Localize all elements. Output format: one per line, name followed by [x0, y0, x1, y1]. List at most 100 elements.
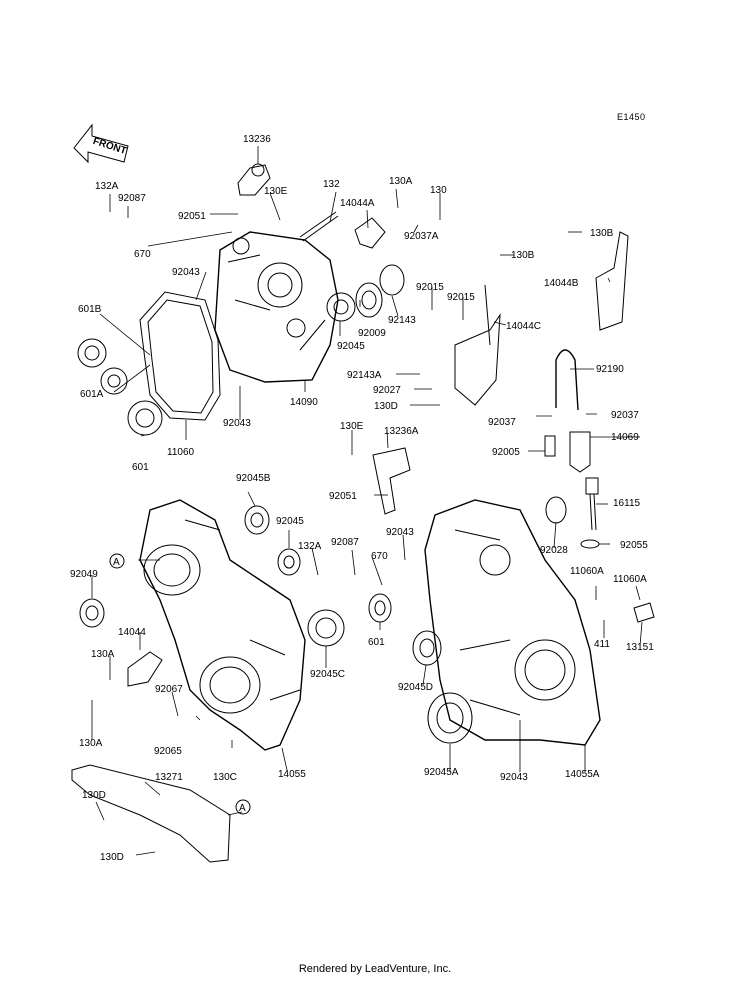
callout-a-2: A	[235, 799, 251, 815]
footer-credit: Rendered by LeadVenture, Inc.	[298, 963, 452, 975]
part-label-92143: 92143	[388, 315, 416, 326]
part-label-130d: 130D	[82, 790, 106, 801]
part-label-14044a: 14044A	[340, 198, 375, 209]
pipe-92005	[544, 435, 556, 457]
part-label-130d: 130D	[374, 401, 398, 412]
part-label-130b: 130B	[590, 228, 614, 239]
bracket-14044c	[454, 284, 501, 406]
part-label-92045b: 92045B	[236, 473, 271, 484]
part-label-132a: 132A	[95, 181, 119, 192]
part-label-92190: 92190	[596, 364, 624, 375]
part-label-92045: 92045	[276, 516, 304, 527]
part-label-11060a: 11060A	[570, 566, 604, 577]
part-label-130a: 130A	[79, 738, 103, 749]
part-label-92037a: 92037A	[404, 231, 439, 242]
part-label-92037: 92037	[611, 410, 639, 421]
bracket-14044	[127, 651, 163, 687]
part-label-92045d: 92045D	[398, 682, 433, 693]
part-label-13236: 13236	[243, 134, 271, 145]
part-label-11060a: 11060A	[613, 574, 647, 585]
part-label-130b: 130B	[511, 250, 535, 261]
part-label-92027: 92027	[373, 385, 401, 396]
part-label-92065: 92065	[154, 746, 182, 757]
part-label-92028: 92028	[540, 545, 568, 556]
seal-92049	[79, 598, 105, 628]
seal-92143	[379, 264, 405, 296]
part-label-670: 670	[134, 249, 151, 260]
part-label-14090: 14090	[290, 397, 318, 408]
part-label-132a: 132A	[298, 541, 322, 552]
part-label-92045a: 92045A	[424, 767, 459, 778]
bearing-92045d	[412, 630, 442, 666]
part-label-130a: 130A	[389, 176, 413, 187]
part-label-130: 130	[430, 185, 447, 196]
part-label-132: 132	[323, 179, 340, 190]
part-label-92055: 92055	[620, 540, 648, 551]
part-label-92051: 92051	[178, 211, 206, 222]
dipstick-16115	[585, 477, 599, 531]
part-label-601: 601	[132, 462, 149, 473]
crankcase-14055	[139, 499, 306, 751]
part-label-92015: 92015	[416, 282, 444, 293]
bearing-92045a	[427, 692, 473, 744]
svg-text:A: A	[239, 803, 246, 814]
part-label-92015: 92015	[447, 292, 475, 303]
part-label-92043: 92043	[223, 418, 251, 429]
front-arrow-label: FRONT	[91, 136, 127, 157]
front-arrow-icon: FRONT	[73, 123, 129, 164]
switch-13151	[633, 602, 655, 623]
part-label-130a: 130A	[91, 649, 115, 660]
part-label-11060: 11060	[167, 447, 195, 458]
part-label-14069: 14069	[611, 432, 639, 443]
part-label-411: 411	[594, 639, 610, 650]
part-label-14044c: 14044C	[506, 321, 541, 332]
bearing-601a	[100, 367, 128, 395]
part-label-92045: 92045	[337, 341, 365, 352]
crankcase-14055a	[424, 499, 601, 746]
gasket-11060	[139, 291, 221, 421]
bracket-14044a	[354, 217, 386, 249]
part-label-14044b: 14044B	[544, 278, 579, 289]
seal-92009	[355, 282, 383, 318]
part-label-92049: 92049	[70, 569, 98, 580]
bolt-132	[299, 211, 339, 242]
bearing-601b	[77, 338, 107, 368]
part-label-92037: 92037	[488, 417, 516, 428]
part-label-670: 670	[371, 551, 388, 562]
part-label-92051: 92051	[329, 491, 357, 502]
seal-92045-upper	[326, 292, 356, 322]
filter-14069	[569, 431, 591, 473]
lever-13236a	[372, 447, 411, 515]
bearing-601-lower	[368, 593, 392, 623]
part-label-130e: 130E	[340, 421, 364, 432]
seal-92045-lower	[277, 548, 301, 576]
part-label-130e: 130E	[264, 186, 288, 197]
part-label-16115: 16115	[613, 498, 641, 509]
part-label-130c: 130C	[213, 772, 237, 783]
part-label-601: 601	[368, 637, 385, 648]
upper-cover-14090	[214, 231, 339, 383]
part-label-92087: 92087	[118, 193, 146, 204]
bearing-92045c	[307, 609, 345, 647]
part-label-14055: 14055	[278, 769, 306, 780]
part-label-13271: 13271	[155, 772, 183, 783]
part-label-92009: 92009	[358, 328, 386, 339]
part-label-92087: 92087	[331, 537, 359, 548]
part-label-14044: 14044	[118, 627, 146, 638]
bracket-14044b	[595, 231, 629, 331]
part-label-92043: 92043	[172, 267, 200, 278]
diagram-id: E1450	[617, 112, 646, 122]
part-label-92043: 92043	[500, 772, 528, 783]
part-label-601b: 601B	[78, 304, 102, 315]
part-label-13236a: 13236A	[384, 426, 419, 437]
seal-92045b	[244, 505, 270, 535]
bearing-601	[127, 400, 163, 436]
svg-text:A: A	[113, 557, 120, 568]
leader-lines	[91, 146, 643, 856]
part-label-92067: 92067	[155, 684, 183, 695]
oring-92055	[580, 539, 600, 549]
part-label-130d: 130D	[100, 852, 124, 863]
